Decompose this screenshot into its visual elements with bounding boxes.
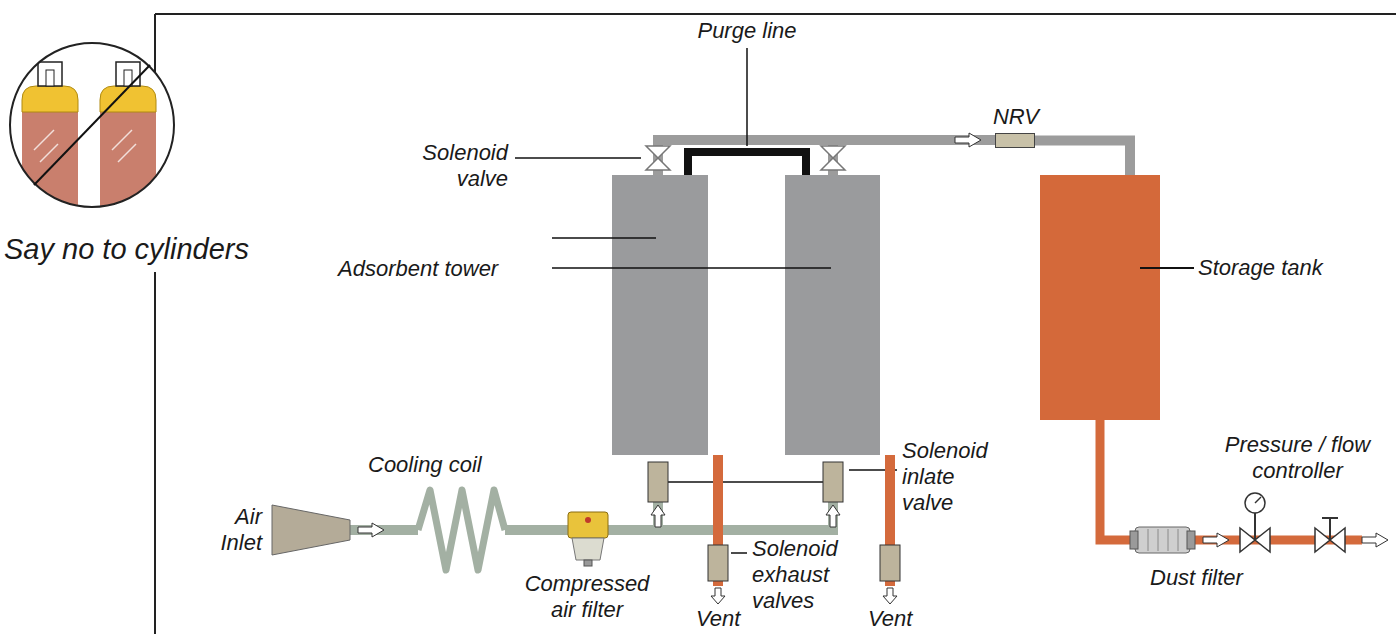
solenoid-valve-symbol (646, 146, 670, 158)
exhaust-valve (708, 545, 728, 581)
filter-rib (1148, 529, 1178, 551)
glare-line (34, 130, 58, 162)
inlet-valve (648, 462, 668, 502)
flow-arrow (1362, 533, 1388, 547)
part-label: Adsorbent tower (338, 256, 498, 282)
filter-bowl (572, 538, 604, 560)
node-label: Say no to cylinders (4, 232, 249, 266)
leader-line (1140, 267, 1194, 269)
exhaust-valve (880, 545, 900, 581)
cylinder-body (22, 108, 78, 238)
filter-cap (1187, 531, 1195, 549)
flow-arrow (651, 505, 665, 527)
part-label: Compressed air filter (512, 571, 662, 623)
adsorbent-tower (785, 175, 880, 455)
gauge-needle (1255, 497, 1261, 503)
part-label: Cooling coil (368, 452, 482, 478)
valve-symbol (1315, 528, 1330, 552)
part-label: Solenoid inlate valve (902, 438, 1002, 516)
valve-link (668, 481, 823, 483)
valve-symbol (1255, 528, 1270, 552)
node-label: Storage tank (1198, 255, 1323, 281)
part-label: Vent (868, 606, 912, 632)
valve-symbol (1240, 528, 1255, 552)
part-label: Purge line (682, 18, 812, 44)
filter-drain (584, 560, 592, 566)
leader-line (515, 157, 641, 159)
cylinder-valve (116, 62, 140, 86)
cooling-coil (418, 490, 505, 570)
air-inlet-symbol (272, 505, 350, 555)
cylinder-valve (46, 70, 54, 86)
ban-slash (34, 65, 150, 185)
part-label: Solenoid exhaust valves (752, 536, 852, 614)
cylinder-pair (22, 62, 156, 238)
part-label: Air Inlet (198, 504, 262, 556)
filter-body (1135, 527, 1190, 553)
ban-circle (10, 43, 174, 207)
air-filter-symbol (568, 512, 608, 566)
part-label: Dust filter (1150, 565, 1243, 591)
filter-cap (1130, 531, 1138, 549)
inlet-valve (823, 462, 843, 502)
leader-line (731, 552, 747, 554)
flow-arrow (826, 505, 840, 527)
cylinder-body (100, 108, 156, 238)
node-circle: Say no to cylinders (0, 38, 300, 270)
frame-line (155, 14, 1396, 634)
leader-line (552, 238, 831, 268)
oxygen-pipe (658, 140, 995, 175)
node-tank: Storage tank (1040, 175, 1160, 420)
filter-mark (585, 517, 591, 523)
purge-pipe (688, 152, 806, 175)
valve-stem (1254, 513, 1256, 540)
cylinder-valve (38, 62, 62, 86)
glare-line (112, 130, 136, 162)
dust-filter-symbol (1130, 527, 1195, 553)
flow-arrow (711, 588, 725, 604)
node-label: NRV (981, 104, 1051, 130)
filter-head (568, 512, 608, 538)
flow-arrow (358, 523, 384, 537)
part-label: Vent (696, 606, 740, 632)
solenoid-valve-symbol (646, 158, 670, 170)
solenoid-valve-symbol (821, 158, 845, 170)
adsorbent-tower (612, 175, 708, 455)
part-label: Pressure / flow controller (1210, 432, 1385, 484)
leader-line (746, 48, 748, 146)
flow-arrow (883, 588, 897, 604)
flow-arrow (955, 133, 981, 147)
pressure-gauge (1245, 493, 1265, 513)
flow-arrow (1203, 533, 1229, 547)
pipe-connector (1035, 141, 1130, 176)
valve-symbol (1330, 528, 1345, 552)
node-nrv: NRV (995, 133, 1035, 148)
part-label: Solenoid valve (393, 140, 508, 192)
solenoid-valve-symbol (821, 146, 845, 158)
cylinder-cap (22, 86, 78, 112)
